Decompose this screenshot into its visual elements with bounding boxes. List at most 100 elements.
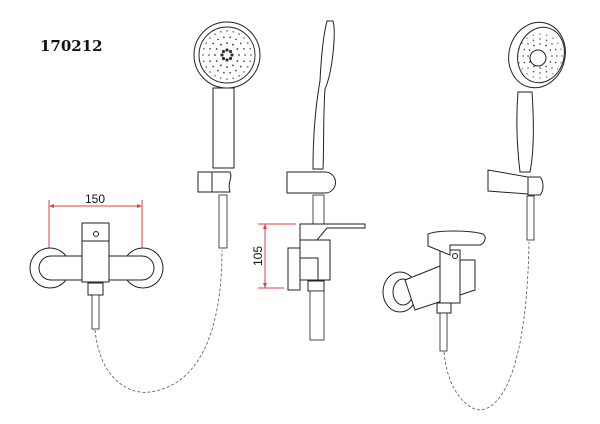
side-holder	[286, 171, 336, 194]
side-hose	[309, 290, 325, 341]
nozzle-dot	[523, 61, 525, 64]
nozzle-dot	[220, 64, 222, 67]
nozzle-dot	[539, 77, 541, 79]
holder-bracket	[197, 171, 213, 193]
side-nut	[307, 280, 325, 292]
nozzle-dot	[521, 42, 523, 44]
isometric-view	[382, 21, 566, 411]
nozzle-dot	[528, 49, 531, 51]
nozzle-dot	[247, 66, 249, 68]
nozzle-dot	[552, 73, 554, 75]
nozzle-dot	[232, 31, 234, 33]
nozzle-dot	[523, 48, 525, 51]
nozzle-dot	[526, 73, 528, 75]
nozzle-dot	[250, 54, 252, 56]
nozzle-dot	[212, 65, 215, 68]
nozzle-dot	[239, 42, 242, 45]
nozzle-dot	[517, 55, 519, 57]
nozzle-dot	[243, 60, 245, 62]
nozzle-dot	[238, 54, 240, 56]
nozzle-dot	[212, 42, 215, 45]
nozzle-dot	[522, 55, 524, 57]
nozzle-dot	[226, 66, 228, 68]
nozzle-dot	[209, 48, 211, 50]
nozzle-dot	[249, 48, 251, 50]
nozzle-dot	[561, 55, 563, 57]
nozzle-dot	[238, 33, 240, 35]
nozzle-dot	[528, 61, 531, 63]
width-dimension: 150	[48, 192, 143, 248]
nozzle-dot	[560, 48, 562, 50]
nozzle-dot	[551, 55, 553, 57]
screw-icon	[93, 231, 99, 237]
nozzle-dot	[533, 44, 535, 47]
side-lever	[299, 223, 366, 241]
nozzle-dot	[209, 71, 211, 73]
nozzle-dot	[226, 30, 228, 32]
front-view: 150	[29, 21, 261, 393]
nozzle-dot	[205, 66, 207, 68]
nozzle-dot	[223, 71, 225, 74]
nozzle-dot	[223, 36, 225, 39]
nozzle-dot	[532, 71, 535, 73]
iso-lever	[427, 230, 486, 256]
nozzle-dot	[557, 68, 559, 70]
nozzle-dot	[232, 64, 234, 67]
nozzle-dot	[208, 54, 210, 56]
nozzle-dot	[217, 38, 219, 41]
nozzle-dot	[539, 38, 541, 40]
hose-top	[218, 194, 228, 249]
nozzle-dot	[518, 62, 520, 64]
nozzle-dot	[214, 33, 216, 35]
nozzle-dot	[243, 71, 245, 73]
nozzle-dot	[556, 55, 558, 57]
height-dimension: 105	[251, 223, 296, 289]
nozzle-dot	[244, 54, 246, 56]
nozzle-dot	[545, 65, 547, 68]
nozzle-dot	[215, 48, 218, 50]
nozzle-dot	[235, 69, 237, 72]
model-number: 170212	[40, 37, 103, 55]
nozzle-dot	[545, 71, 548, 73]
iso-nut	[436, 302, 452, 314]
nozzle-dot	[226, 78, 228, 80]
mixer-body	[81, 222, 110, 283]
iso-handle	[516, 91, 534, 173]
nozzle-dot	[518, 48, 520, 50]
nozzle-dot	[549, 49, 552, 51]
nozzle-dot	[214, 54, 216, 56]
nozzle-dot	[220, 77, 222, 79]
nozzle-dot	[532, 76, 534, 78]
iso-hose	[439, 312, 448, 352]
nozzle-dot	[220, 43, 222, 46]
nozzle-dot	[546, 76, 548, 78]
nozzle-dot	[232, 43, 234, 46]
nozzle-dot	[209, 60, 211, 62]
nozzle-dot	[225, 58, 229, 62]
nozzle-dot	[555, 48, 557, 51]
nozzle-dot	[202, 54, 204, 56]
nozzle-dot	[551, 67, 553, 69]
nozzle-dot	[214, 75, 216, 77]
nozzle-dot	[203, 60, 205, 62]
nozzle-dot	[247, 42, 249, 44]
nozzle-dot	[527, 67, 529, 69]
side-wall-plate	[287, 247, 301, 291]
holder-clip	[211, 171, 232, 193]
hose-curve	[94, 249, 223, 393]
nozzle-dot	[226, 42, 228, 44]
nozzle-dot	[221, 49, 226, 54]
shower-handle	[212, 87, 235, 169]
nozzle-dot	[203, 48, 205, 50]
nozzle-dot	[232, 77, 234, 79]
nozzle-dot	[215, 60, 218, 62]
nozzle-dot	[217, 69, 219, 72]
hose-segment	[91, 294, 100, 330]
nozzle-dot	[526, 37, 528, 39]
nozzle-dot	[239, 65, 242, 68]
nozzle-dot	[228, 49, 233, 54]
nozzle-dot	[539, 33, 541, 35]
shower-head-iso	[508, 21, 566, 89]
